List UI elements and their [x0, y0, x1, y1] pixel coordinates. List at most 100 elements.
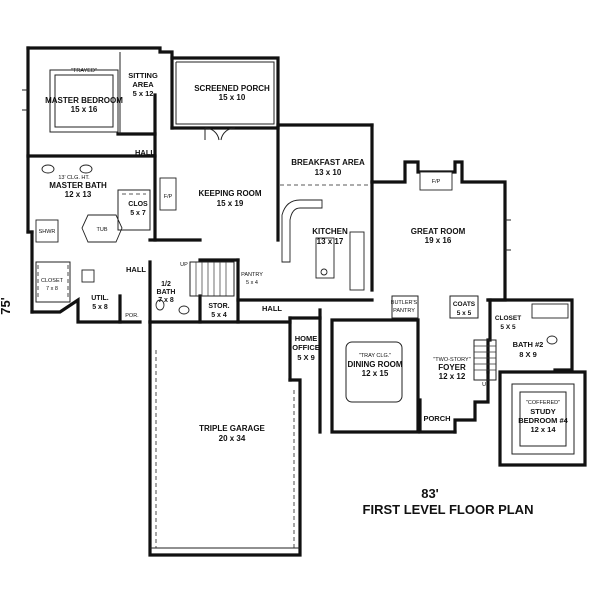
great-room-name: GREAT ROOM [411, 227, 466, 236]
garage-wall [148, 320, 302, 557]
closet-left-name: CLOSET [41, 278, 64, 284]
foyer-up-label: UP [482, 382, 490, 388]
triple-garage-size: 20 x 34 [219, 434, 246, 443]
dining-size: 12 x 15 [362, 369, 389, 378]
hall-center-name: HALL [262, 304, 282, 313]
foyer-name: FOYER [438, 363, 466, 372]
sink-fixture [178, 305, 190, 315]
tub-fixture [81, 214, 123, 243]
study-note: "COFFERED" [526, 400, 560, 406]
coats-name: COATS [453, 301, 476, 308]
kitchen-counter-east [349, 231, 365, 291]
width-dimension: 83' [421, 486, 439, 501]
master-bedroom-name: MASTER BEDROOM [45, 96, 123, 105]
closet-left-size: 7 x 8 [46, 286, 58, 292]
front-wall [453, 370, 490, 434]
closet-right-name: CLOSET [495, 315, 521, 322]
door-arc [204, 127, 220, 141]
stor-name: STOR. [208, 303, 229, 310]
pantry-size: 5 x 4 [246, 280, 258, 286]
tub-label: TUB [97, 227, 108, 233]
great-room-size: 19 x 16 [425, 236, 452, 245]
bath2-wing-wall [486, 298, 574, 372]
bath2-tub [531, 303, 569, 319]
dining-tray-ceiling [345, 341, 403, 403]
foyer-size: 12 x 12 [439, 372, 466, 381]
half-bath-name1: 1/2 [161, 281, 171, 288]
foyer-note: "TWO-STORY" [433, 357, 470, 363]
plan-title: FIRST LEVEL FLOOR PLAN [363, 502, 534, 517]
dining-wall [330, 318, 420, 434]
kitchen-counter [281, 199, 323, 263]
tray-ceiling-outline [49, 69, 119, 133]
util-name: UTIL. [91, 295, 109, 302]
exterior-walls [26, 46, 587, 557]
screened-porch-size: 15 x 10 [219, 93, 246, 102]
por-left-name: POR. [125, 313, 139, 319]
master-suite-wall [26, 46, 280, 127]
breakfast-area-name: BREAKFAST AREA [291, 158, 365, 167]
study-name1: STUDY [530, 407, 555, 416]
study-coffer-outer [511, 383, 575, 455]
keeping-room-name: KEEPING ROOM [198, 189, 261, 198]
butler-pantry-outline [391, 295, 419, 319]
util-size: 5 x 8 [92, 304, 108, 311]
stair-keeping [189, 261, 235, 297]
butlers-pantry-name2: PANTRY [393, 308, 415, 314]
butlers-pantry-name1: BUTLER'S [391, 300, 418, 306]
bath2-name: BATH #2 [513, 340, 544, 349]
closet-right-size: 5 X 5 [500, 324, 516, 331]
master-bedroom-size: 15 x 16 [71, 105, 98, 114]
great-room-wall [370, 160, 507, 302]
util-wall [30, 294, 122, 324]
study-name2: BEDROOM #4 [518, 416, 568, 425]
keeping-fp-label: F/P [164, 194, 173, 200]
plan-annotations: 75' 83' FIRST LEVEL FLOOR PLAN [0, 297, 533, 517]
master-bath-note: 13' CLG. HT. [58, 175, 90, 181]
home-office-name2: OFFICE [292, 343, 320, 352]
sink-fixture [79, 164, 93, 174]
clos-size: 5 x 7 [130, 210, 146, 217]
door-arc [220, 127, 236, 141]
sitting-area-name1: SITTING [128, 71, 158, 80]
tray-ceiling-inner [54, 74, 114, 128]
triple-garage-name: TRIPLE GARAGE [199, 424, 265, 433]
coats-outline [449, 295, 479, 319]
stor-size: 5 x 4 [211, 312, 227, 319]
home-office-name1: HOME [295, 334, 318, 343]
island-sink [320, 268, 328, 276]
room-labels: "TRAYED" MASTER BEDROOM 15 x 16 SITTING … [39, 68, 569, 443]
keeping-fireplace [159, 177, 177, 211]
clos-outline [117, 189, 151, 231]
shower-fixture [35, 219, 59, 243]
screened-porch-name: SCREENED PORCH [194, 84, 270, 93]
study-wall [498, 370, 587, 467]
closet-outline [35, 261, 71, 303]
hall-upper-name: HALL [135, 148, 155, 157]
kitchen-name: KITCHEN [312, 227, 348, 236]
clos-name: CLOS [128, 201, 148, 208]
great-room-fp-label: F/P [432, 179, 441, 185]
master-bath-name: MASTER BATH [49, 181, 107, 190]
half-bath-size: 7 x 8 [158, 297, 174, 304]
washer-fixture [81, 269, 95, 283]
pantry-name: PANTRY [241, 272, 263, 278]
porch-name: PORCH [423, 414, 450, 423]
toilet-fixture [155, 299, 165, 311]
interior-details [22, 52, 575, 549]
keeping-room-size: 15 x 19 [217, 199, 244, 208]
dining-name: DINING ROOM [347, 360, 402, 369]
breakfast-area-size: 13 x 10 [315, 168, 342, 177]
bath2-size: 8 X 9 [519, 350, 537, 359]
shower-label: SHWR [39, 229, 56, 235]
study-coffer-inner [519, 391, 567, 447]
kitchen-island [315, 237, 335, 279]
bath2-sink [546, 335, 558, 345]
porch-wall [418, 398, 457, 434]
coats-size: 5 x 5 [457, 310, 472, 317]
master-bedroom-note: "TRAYED" [71, 68, 97, 74]
master-bath-size: 12 x 13 [65, 190, 92, 199]
hall-mid-name: HALL [126, 265, 146, 274]
